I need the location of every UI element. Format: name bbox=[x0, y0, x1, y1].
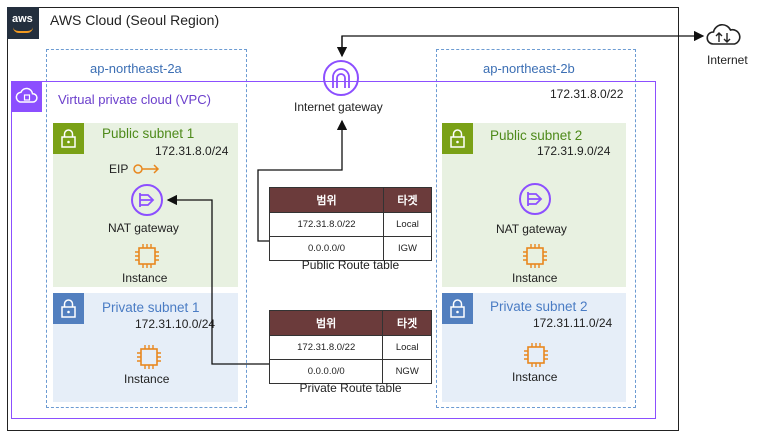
internet-gateway-label: Internet gateway bbox=[294, 100, 383, 114]
rt-header-target: 타겟 bbox=[382, 310, 432, 336]
igw-internet-arrow bbox=[341, 30, 705, 55]
rt-cell: 0.0.0.0/0 bbox=[269, 236, 384, 261]
az-b-frame bbox=[436, 49, 636, 408]
public-subnet-2-cidr: 172.31.9.0/24 bbox=[537, 144, 611, 158]
vpc-label: Virtual private cloud (VPC) bbox=[58, 92, 211, 107]
private-route-table-caption: Private Route table bbox=[299, 381, 402, 395]
az-b-label: ap-northeast-2b bbox=[483, 61, 575, 76]
private-subnet-1-title: Private subnet 1 bbox=[102, 300, 200, 315]
aws-cloud-frame bbox=[7, 7, 679, 431]
vpc-cidr: 172.31.8.0/22 bbox=[550, 87, 624, 101]
aws-logo-icon: aws bbox=[7, 7, 39, 39]
private-subnet-1-cidr: 172.31.10.0/24 bbox=[135, 317, 216, 331]
lock-icon bbox=[442, 293, 473, 324]
public-subnet-1-cidr: 172.31.8.0/24 bbox=[155, 144, 229, 158]
public-subnet-2-title: Public subnet 2 bbox=[490, 128, 583, 143]
nat-gateway-1-label: NAT gateway bbox=[108, 221, 179, 235]
instance-label: Instance bbox=[512, 370, 558, 384]
private-subnet-2-cidr: 172.31.11.0/24 bbox=[533, 316, 613, 330]
eip-label: EIP bbox=[109, 162, 129, 176]
nat-gateway-icon bbox=[518, 182, 552, 221]
rt-header-target: 타겟 bbox=[383, 187, 432, 213]
private-rt-nat-arrow bbox=[166, 194, 269, 365]
internet-gateway-icon bbox=[322, 59, 360, 102]
rt-cell: 172.31.8.0/22 bbox=[268, 335, 384, 360]
public-rt-igw-arrow bbox=[257, 119, 348, 242]
eip-key-icon bbox=[133, 162, 161, 181]
az-a-frame bbox=[46, 49, 247, 408]
instance-label: Instance bbox=[124, 372, 170, 386]
lock-icon bbox=[53, 293, 84, 324]
private-route-table: 범위 타겟 172.31.8.0/22 Local 0.0.0.0/0 NGW bbox=[268, 310, 432, 384]
rt-cell: Local bbox=[383, 212, 432, 237]
nat-gateway-icon bbox=[130, 183, 164, 222]
instance-label: Instance bbox=[122, 271, 168, 285]
rt-cell: IGW bbox=[383, 236, 432, 261]
az-a-label: ap-northeast-2a bbox=[90, 61, 182, 76]
rt-cell: Local bbox=[382, 335, 432, 360]
lock-icon bbox=[442, 123, 473, 154]
rt-header-range: 범위 bbox=[269, 187, 384, 213]
nat-gateway-2-label: NAT gateway bbox=[496, 222, 567, 236]
rt-header-range: 범위 bbox=[268, 310, 384, 336]
public-route-table: 범위 타겟 172.31.8.0/22 Local 0.0.0.0/0 IGW bbox=[269, 187, 432, 261]
public-subnet-1-title: Public subnet 1 bbox=[102, 126, 195, 141]
internet-label: Internet bbox=[707, 53, 748, 67]
instance-chip-icon bbox=[522, 243, 548, 274]
internet-cloud-icon bbox=[705, 19, 743, 54]
rt-cell: 172.31.8.0/22 bbox=[269, 212, 384, 237]
public-route-table-caption: Public Route table bbox=[301, 258, 400, 272]
lock-icon bbox=[53, 123, 84, 154]
private-subnet-2-title: Private subnet 2 bbox=[490, 299, 588, 314]
instance-chip-icon bbox=[136, 344, 162, 375]
instance-chip-icon bbox=[134, 243, 160, 274]
instance-label: Instance bbox=[512, 271, 558, 285]
cloud-title: AWS Cloud (Seoul Region) bbox=[50, 12, 220, 28]
vpc-icon bbox=[11, 81, 42, 112]
rt-cell: 0.0.0.0/0 bbox=[268, 359, 384, 384]
instance-chip-icon bbox=[523, 342, 549, 373]
rt-cell: NGW bbox=[382, 359, 432, 384]
